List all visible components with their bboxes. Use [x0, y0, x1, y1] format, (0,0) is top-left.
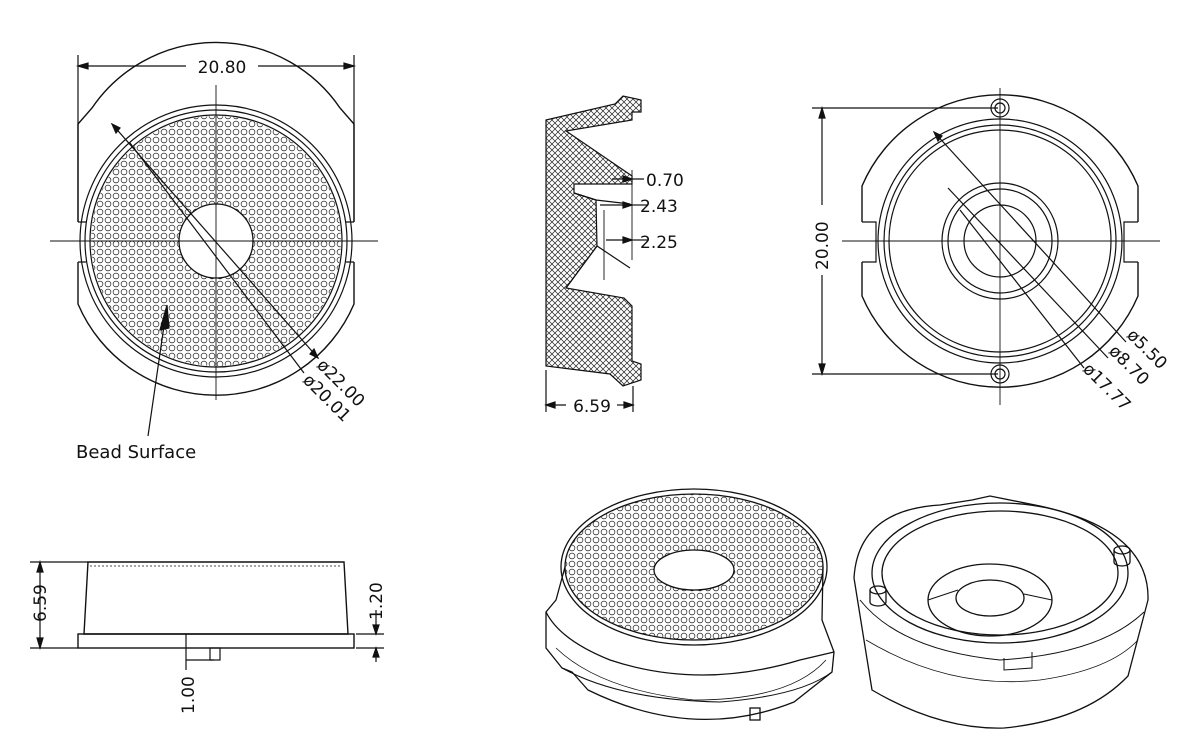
- bead-surface-callout: Bead Surface: [76, 442, 196, 463]
- iso-rear-view: [853, 495, 1149, 729]
- section-height-dim: 6.59: [573, 397, 611, 417]
- side-flange-dim: 1.20: [367, 582, 387, 620]
- front-view: [50, 41, 378, 437]
- front-width-dim: 20.80: [198, 58, 247, 78]
- side-height-dim: 6.59: [31, 584, 51, 622]
- iso-front-view: [545, 488, 835, 721]
- side-pin-dim: 1.00: [179, 676, 199, 714]
- rear-height-dim: 20.00: [813, 221, 833, 270]
- section-view: [544, 95, 648, 412]
- section-dim-2: 2.43: [640, 197, 678, 217]
- rear-view: [812, 88, 1160, 405]
- side-view: [30, 559, 384, 670]
- section-dim-3: 2.25: [640, 233, 678, 253]
- section-dim-1: 0.70: [646, 171, 684, 191]
